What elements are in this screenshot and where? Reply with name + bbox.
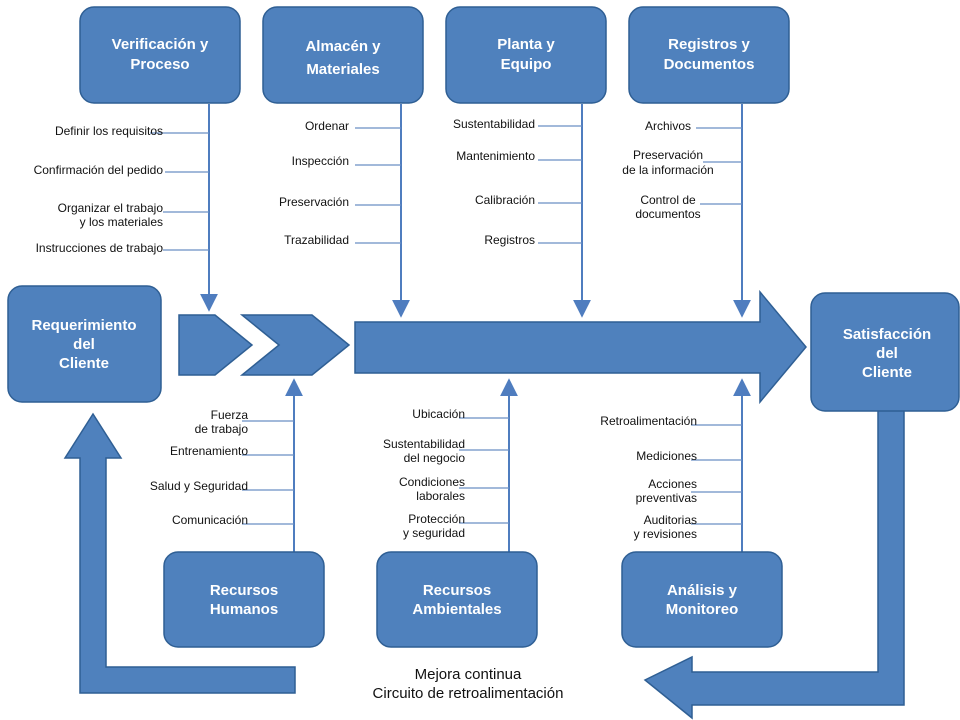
feedback-arrow-left bbox=[63, 412, 296, 694]
cause-label-acciones: preventivas bbox=[636, 491, 697, 505]
category-title-recursos-ambientales: Ambientales bbox=[412, 601, 501, 618]
cause-label-proteccion: Protección bbox=[408, 512, 465, 526]
category-title-almacen-y: Almacén y bbox=[305, 38, 381, 55]
cause-label-mantenimiento: Mantenimiento bbox=[456, 149, 535, 163]
chevron-2 bbox=[239, 314, 351, 376]
category-box-verificacion-y bbox=[79, 6, 241, 104]
main-arrow bbox=[354, 289, 807, 405]
cause-label-sustentabilidad: Sustentabilidad bbox=[383, 437, 465, 451]
category-title-analisis-y-monitoreo: Monitoreo bbox=[666, 601, 739, 618]
cause-label-entrenamiento: Entrenamiento bbox=[170, 444, 248, 458]
category-title-registros-y: Documentos bbox=[664, 56, 755, 73]
cause-label-acciones: Acciones bbox=[648, 477, 697, 491]
start-box-title-line-1: Requerimiento bbox=[31, 317, 136, 334]
cause-label-mediciones: Mediciones bbox=[636, 449, 697, 463]
end-box-title-line-2: del bbox=[876, 345, 898, 362]
cause-label-archivos: Archivos bbox=[645, 119, 691, 133]
feedback-arrow-right bbox=[643, 407, 905, 720]
cause-label-sustentabilidad: del negocio bbox=[404, 451, 466, 465]
start-box-title-line-2: del bbox=[73, 336, 95, 353]
category-box-recursos-humanos bbox=[163, 551, 325, 648]
cause-label-definir-los-requisitos: Definir los requisitos bbox=[55, 124, 163, 138]
cause-label-retroalimentacion: Retroalimentación bbox=[600, 414, 697, 428]
end-box-title-line-3: Cliente bbox=[862, 364, 912, 381]
category-box-analisis-y-monitoreo bbox=[621, 551, 783, 648]
category-title-verificacion-y: Verificación y bbox=[112, 36, 209, 53]
category-title-planta-y: Planta y bbox=[497, 36, 555, 53]
cause-label-sustentabilidad: Sustentabilidad bbox=[453, 117, 535, 131]
cause-label-comunicacion: Comunicación bbox=[172, 513, 248, 527]
caption-line-1: Mejora continua bbox=[415, 666, 522, 683]
category-title-verificacion-y: Proceso bbox=[130, 56, 189, 73]
category-title-recursos-ambientales: Recursos bbox=[423, 582, 491, 599]
cause-label-instrucciones-de-trabajo: Instrucciones de trabajo bbox=[36, 241, 164, 255]
chevron-1 bbox=[178, 314, 254, 376]
cause-label-ubicacion: Ubicación bbox=[412, 407, 465, 421]
cause-label-organizar-el-trabajo: Organizar el trabajo bbox=[58, 201, 164, 215]
cause-label-preservacion: Preservación bbox=[633, 148, 703, 162]
cause-label-fuerza: de trabajo bbox=[195, 422, 249, 436]
cause-label-registros: Registros bbox=[484, 233, 535, 247]
cause-label-control-de: documentos bbox=[635, 207, 700, 221]
cause-label-preservacion: de la información bbox=[622, 163, 713, 177]
cause-label-organizar-el-trabajo: y los materiales bbox=[80, 215, 163, 229]
cause-label-auditorias: y revisiones bbox=[634, 527, 697, 541]
start-box-title-line-3: Cliente bbox=[59, 355, 109, 372]
cause-label-calibracion: Calibración bbox=[475, 193, 535, 207]
cause-label-auditorias: Auditorias bbox=[644, 513, 697, 527]
category-title-almacen-y: Materiales bbox=[306, 61, 379, 78]
cause-label-fuerza: Fuerza bbox=[211, 408, 249, 422]
cause-label-condiciones: Condiciones bbox=[399, 475, 465, 489]
cause-label-salud-y-seguridad: Salud y Seguridad bbox=[150, 479, 248, 493]
end-box bbox=[810, 292, 960, 412]
category-title-planta-y: Equipo bbox=[501, 56, 552, 73]
cause-label-trazabilidad: Trazabilidad bbox=[284, 233, 349, 247]
cause-label-preservacion: Preservación bbox=[279, 195, 349, 209]
category-title-registros-y: Registros y bbox=[668, 36, 750, 53]
category-title-recursos-humanos: Humanos bbox=[210, 601, 278, 618]
category-box-recursos-ambientales bbox=[376, 551, 538, 648]
cause-label-condiciones: laborales bbox=[416, 489, 465, 503]
cause-label-control-de: Control de bbox=[640, 193, 696, 207]
category-title-analisis-y-monitoreo: Análisis y bbox=[667, 582, 738, 599]
category-title-recursos-humanos: Recursos bbox=[210, 582, 278, 599]
cause-label-confirmacion-del-pedido: Confirmación del pedido bbox=[34, 163, 164, 177]
cause-label-ordenar: Ordenar bbox=[305, 119, 349, 133]
category-box-planta-y bbox=[445, 6, 607, 104]
start-box bbox=[7, 285, 162, 403]
category-box-registros-y bbox=[628, 6, 790, 104]
caption-line-2: Circuito de retroalimentación bbox=[373, 685, 564, 702]
cause-label-inspeccion: Inspección bbox=[292, 154, 349, 168]
category-box-almacen-y bbox=[262, 6, 424, 104]
end-box-title-line-1: Satisfacción bbox=[843, 326, 931, 343]
cause-label-proteccion: y seguridad bbox=[403, 526, 465, 540]
